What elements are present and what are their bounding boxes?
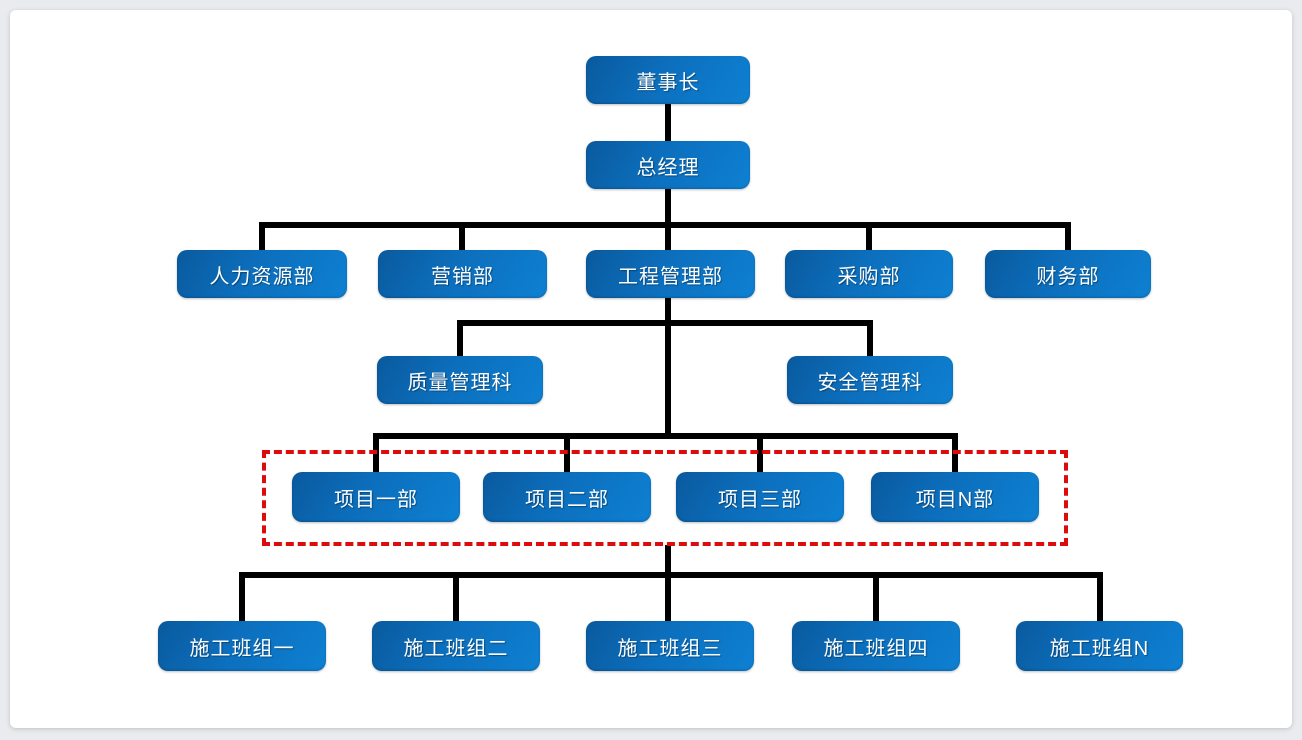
connector-stub-safety [867, 320, 873, 356]
connector-project-rail [373, 433, 958, 439]
org-node-crew1: 施工班组一 [158, 621, 326, 671]
connector-stub-procurement [866, 222, 872, 250]
org-node-crew4: 施工班组四 [792, 621, 960, 671]
org-node-label: 采购部 [837, 265, 901, 288]
org-node-label: 施工班组一 [189, 637, 295, 660]
org-node-project3: 项目三部 [676, 472, 844, 522]
org-node-label: 项目三部 [718, 488, 802, 511]
connector-stub-finance [1065, 222, 1071, 250]
org-node-chairman: 董事长 [586, 56, 750, 104]
org-node-quality: 质量管理科 [377, 356, 543, 404]
connector-stub-crew4 [873, 572, 879, 621]
connector-dept-rail [259, 222, 1071, 228]
org-node-finance: 财务部 [985, 250, 1151, 298]
connector-group-trunk [665, 545, 671, 621]
org-node-project1: 项目一部 [292, 472, 460, 522]
connector-engineering-trunk [665, 298, 671, 439]
org-node-label: 施工班组四 [823, 637, 929, 660]
org-node-general-manager: 总经理 [586, 141, 750, 189]
connector-stub-hr [259, 222, 265, 250]
org-node-label: 施工班组三 [617, 637, 723, 660]
org-node-projectN: 项目N部 [871, 472, 1039, 522]
slide-canvas: 董事长 总经理 人力资源部 营销部 工程管理部 采购部 财务部 质量管理科 安全… [10, 10, 1292, 728]
org-node-label: 安全管理科 [817, 371, 923, 394]
org-node-label: 财务部 [1036, 265, 1100, 288]
highlight-dashed-box [262, 450, 1068, 546]
org-node-hr: 人力资源部 [177, 250, 347, 298]
org-node-safety: 安全管理科 [787, 356, 953, 404]
org-node-label: 施工班组二 [403, 637, 509, 660]
connector-stub-quality [457, 320, 463, 356]
org-node-procurement: 采购部 [785, 250, 953, 298]
org-node-crew3: 施工班组三 [586, 621, 754, 671]
connector-stub-crewN [1097, 572, 1103, 621]
connector-crew-rail [239, 572, 1103, 578]
connector-chairman-gm [665, 104, 671, 141]
connector-gm-drop [665, 189, 671, 250]
org-node-label: 质量管理科 [407, 371, 513, 394]
org-node-label: 工程管理部 [618, 265, 723, 288]
org-node-label: 施工班组N [1049, 637, 1150, 660]
connector-stub-crew2 [453, 572, 459, 621]
connector-stub-crew1 [239, 572, 245, 621]
connector-stub-marketing [459, 222, 465, 250]
org-node-project2: 项目二部 [483, 472, 651, 522]
org-node-crewN: 施工班组N [1016, 621, 1183, 671]
org-node-label: 营销部 [431, 265, 494, 288]
org-node-label: 总经理 [636, 156, 700, 179]
org-node-engineering: 工程管理部 [586, 250, 755, 298]
org-node-crew2: 施工班组二 [372, 621, 540, 671]
org-node-marketing: 营销部 [378, 250, 547, 298]
org-node-label: 项目一部 [334, 488, 418, 511]
org-node-label: 项目N部 [915, 488, 995, 511]
org-node-label: 人力资源部 [209, 265, 315, 288]
connector-section-rail [457, 320, 873, 326]
org-node-label: 项目二部 [525, 488, 609, 511]
org-node-label: 董事长 [636, 71, 700, 94]
